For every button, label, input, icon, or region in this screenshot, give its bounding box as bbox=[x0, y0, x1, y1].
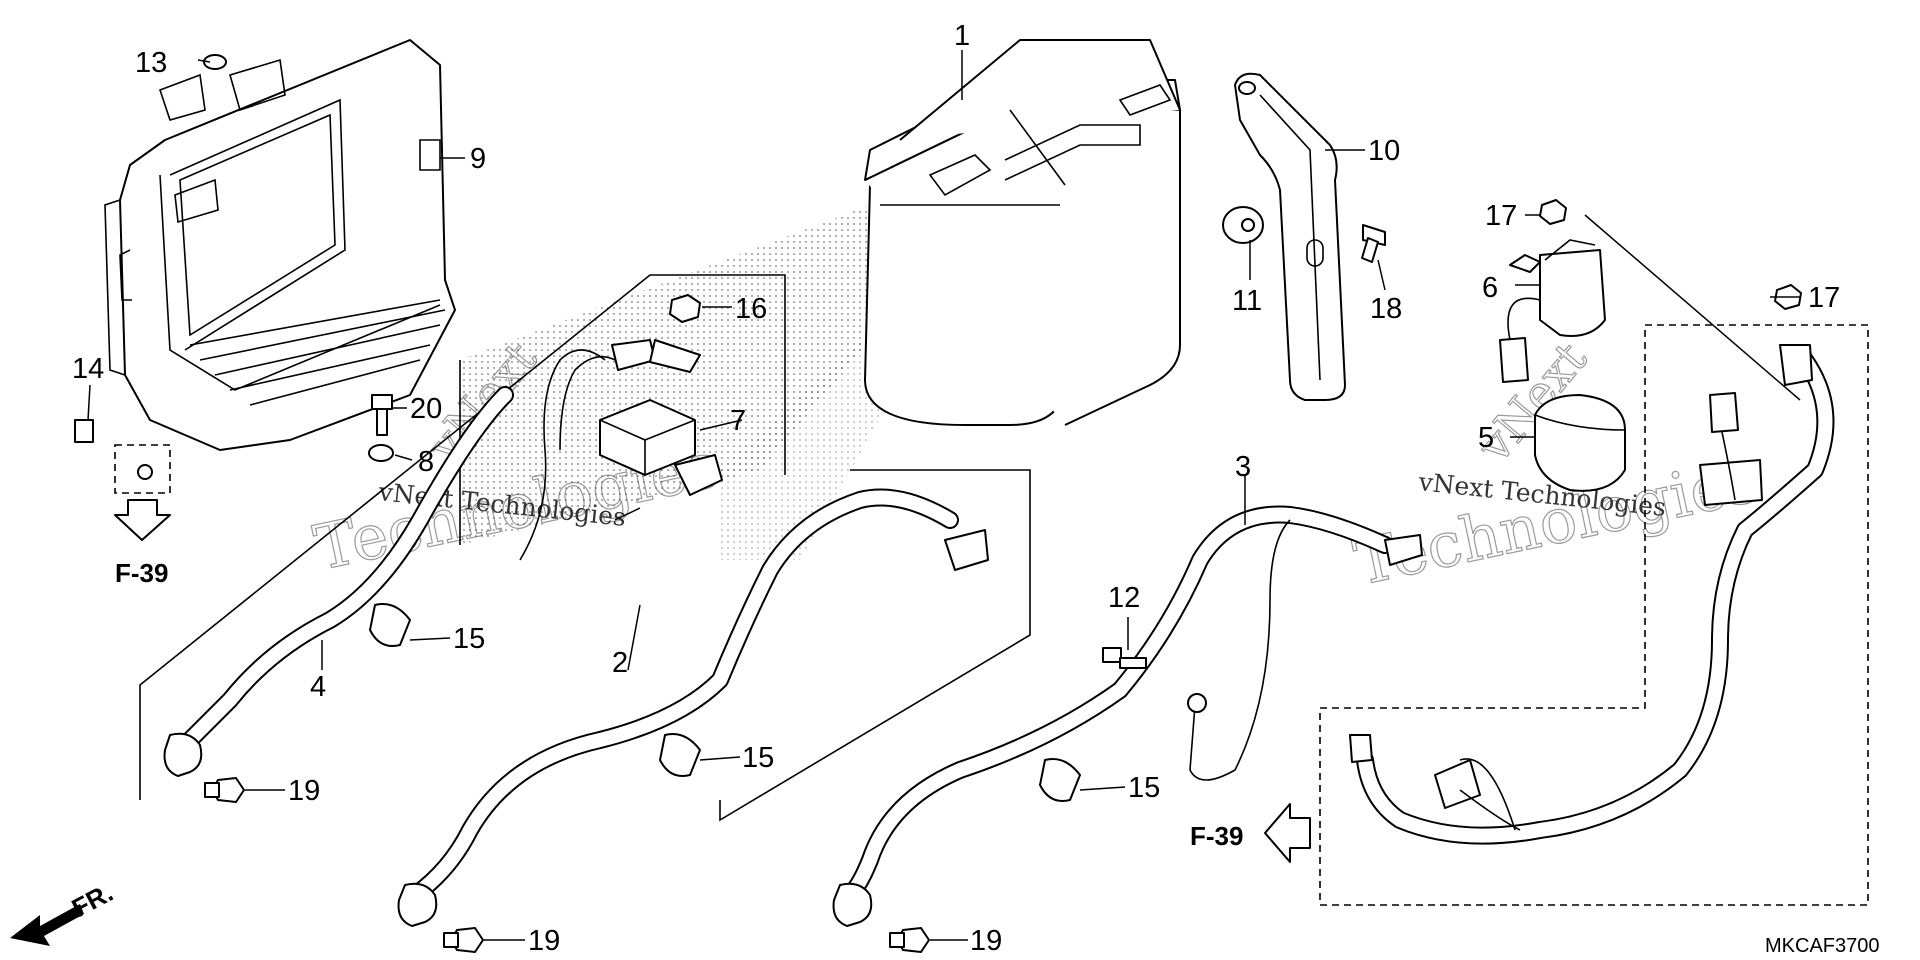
screw-box bbox=[114, 444, 171, 494]
callouts: 1 2 3 4 5 6 7 8 9 10 11 12 13 14 15 15 1… bbox=[72, 20, 1840, 957]
clamp-15 bbox=[659, 733, 701, 777]
ref-label-f39: F-39 bbox=[1190, 821, 1243, 851]
callout-11: 11 bbox=[1232, 285, 1262, 317]
callout-19: 19 bbox=[288, 775, 320, 807]
callout-1: 1 bbox=[954, 20, 970, 52]
callout-19: 19 bbox=[970, 925, 1002, 957]
callout-16: 16 bbox=[735, 293, 767, 325]
left-arrow-icon bbox=[1264, 803, 1311, 863]
bolt-20 bbox=[371, 394, 393, 436]
screw bbox=[137, 464, 153, 480]
callout-3: 3 bbox=[1235, 451, 1251, 483]
callout-9: 9 bbox=[470, 143, 486, 175]
leader-lines bbox=[87, 50, 1801, 941]
callout-18: 18 bbox=[1370, 293, 1402, 325]
callout-10: 10 bbox=[1368, 135, 1400, 167]
battery-box bbox=[104, 39, 456, 451]
starter-relay-6 bbox=[1499, 239, 1606, 383]
bolt-18 bbox=[1361, 224, 1386, 263]
callout-17: 17 bbox=[1485, 200, 1517, 232]
clamp-15 bbox=[1039, 758, 1081, 802]
battery bbox=[864, 39, 1181, 426]
callout-15: 15 bbox=[453, 623, 485, 655]
relay-7 bbox=[519, 339, 723, 561]
front-direction-arrow-icon bbox=[10, 904, 84, 946]
bolt-19 bbox=[443, 927, 484, 953]
diagram-code: MKCAF3700 bbox=[1765, 935, 1880, 957]
ref-label-f39: F-39 bbox=[115, 558, 168, 588]
harness-cable bbox=[1349, 344, 1835, 845]
grommet-13 bbox=[203, 54, 227, 70]
dotted-shading bbox=[460, 205, 905, 545]
harness-dashed-frame bbox=[1319, 324, 1869, 906]
bolt-19 bbox=[889, 927, 930, 953]
nut-16 bbox=[669, 294, 701, 323]
down-arrow-icon bbox=[114, 499, 171, 541]
callout-7: 7 bbox=[730, 405, 746, 437]
cable-4 bbox=[163, 386, 514, 777]
callout-12: 12 bbox=[1108, 582, 1140, 614]
callout-8: 8 bbox=[418, 446, 434, 478]
relay-cover-5 bbox=[1534, 394, 1626, 492]
rubber-washer-11 bbox=[1222, 206, 1264, 244]
callout-4: 4 bbox=[310, 671, 326, 703]
bolt-12 bbox=[1102, 647, 1147, 669]
callout-17: 17 bbox=[1808, 282, 1840, 314]
battery-strap bbox=[1234, 72, 1346, 401]
callout-15: 15 bbox=[742, 742, 774, 774]
bolt-19 bbox=[204, 777, 245, 803]
callout-14: 14 bbox=[72, 353, 104, 385]
nut-17 bbox=[1539, 199, 1567, 225]
clip-nut-14 bbox=[74, 419, 94, 443]
clamp-15 bbox=[369, 603, 411, 647]
cable-2 bbox=[397, 488, 989, 927]
callout-20: 20 bbox=[410, 393, 442, 425]
callout-19: 19 bbox=[528, 925, 560, 957]
callout-6: 6 bbox=[1482, 272, 1498, 304]
callout-13: 13 bbox=[135, 47, 167, 79]
washer-8 bbox=[368, 444, 394, 462]
callout-2: 2 bbox=[612, 647, 628, 679]
callout-15: 15 bbox=[1128, 772, 1160, 804]
callout-5: 5 bbox=[1478, 422, 1494, 454]
cable-3 bbox=[832, 505, 1423, 927]
